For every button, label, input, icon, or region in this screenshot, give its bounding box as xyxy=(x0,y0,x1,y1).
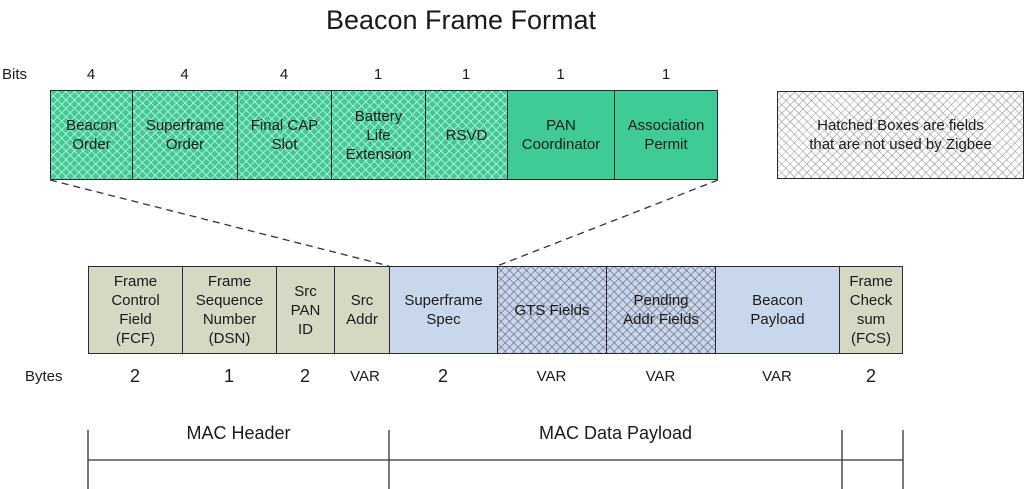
expansion-line-left xyxy=(49,179,390,267)
bytes-size-gts-fields: VAR xyxy=(536,368,567,385)
field-rsvd: RSVD xyxy=(425,90,508,180)
field-pan-coordinator: PAN Coordinator xyxy=(507,90,615,180)
bytes-size-beacon-payload: VAR xyxy=(762,368,792,385)
field-superframe-order: Superframe Order xyxy=(132,90,238,180)
group-label-mac-header: MAC Header xyxy=(186,423,291,443)
field-pending-addr-fields: Pending Addr Fields xyxy=(606,266,716,354)
bytes-size-fcf: 2 xyxy=(129,366,140,386)
bits-size-battery-life-extension: 1 xyxy=(373,66,383,83)
bytes-unit-label: Bytes xyxy=(25,368,63,385)
bytes-size-pending-addr-fields: VAR xyxy=(645,368,676,385)
field-src-pan-id: Src PAN ID xyxy=(276,266,335,354)
bytes-size-dsn: 1 xyxy=(223,366,234,386)
bytes-size-src-addr: VAR xyxy=(350,368,380,385)
hatch-legend: Hatched Boxes are fields that are not us… xyxy=(777,91,1024,179)
field-battery-life-extension: Battery Life Extension xyxy=(331,90,426,180)
bytes-size-fcs: 2 xyxy=(865,366,876,386)
field-src-addr: Src Addr xyxy=(334,266,390,354)
field-beacon-payload: Beacon Payload xyxy=(715,266,840,354)
field-gts-fields: GTS Fields xyxy=(497,266,607,354)
bytes-size-src-pan-id: 2 xyxy=(299,366,310,386)
bits-size-superframe-order: 4 xyxy=(180,66,189,83)
bits-size-association-permit: 1 xyxy=(661,66,671,83)
bits-size-beacon-order: 4 xyxy=(86,66,96,83)
field-frame-control-field: Frame Control Field (FCF) xyxy=(88,266,183,354)
field-frame-sequence-number: Frame Sequence Number (DSN) xyxy=(182,266,277,354)
bits-size-final-cap-slot: 4 xyxy=(279,66,289,83)
bits-unit-label: Bits xyxy=(2,66,28,83)
field-final-cap-slot: Final CAP Slot xyxy=(237,90,332,180)
expansion-line-right xyxy=(496,179,719,267)
bits-size-rsvd: 1 xyxy=(461,66,471,83)
group-label-mac-data-payload: MAC Data Payload xyxy=(538,423,693,443)
bits-size-pan-coordinator: 1 xyxy=(556,66,565,83)
bytes-size-superframe-spec: 2 xyxy=(437,366,448,386)
field-association-permit: Association Permit xyxy=(614,90,718,180)
field-superframe-spec: Superframe Spec xyxy=(389,266,498,354)
field-frame-check-sum: Frame Check sum (FCS) xyxy=(839,266,903,354)
diagram-title: Beacon Frame Format xyxy=(325,5,597,35)
